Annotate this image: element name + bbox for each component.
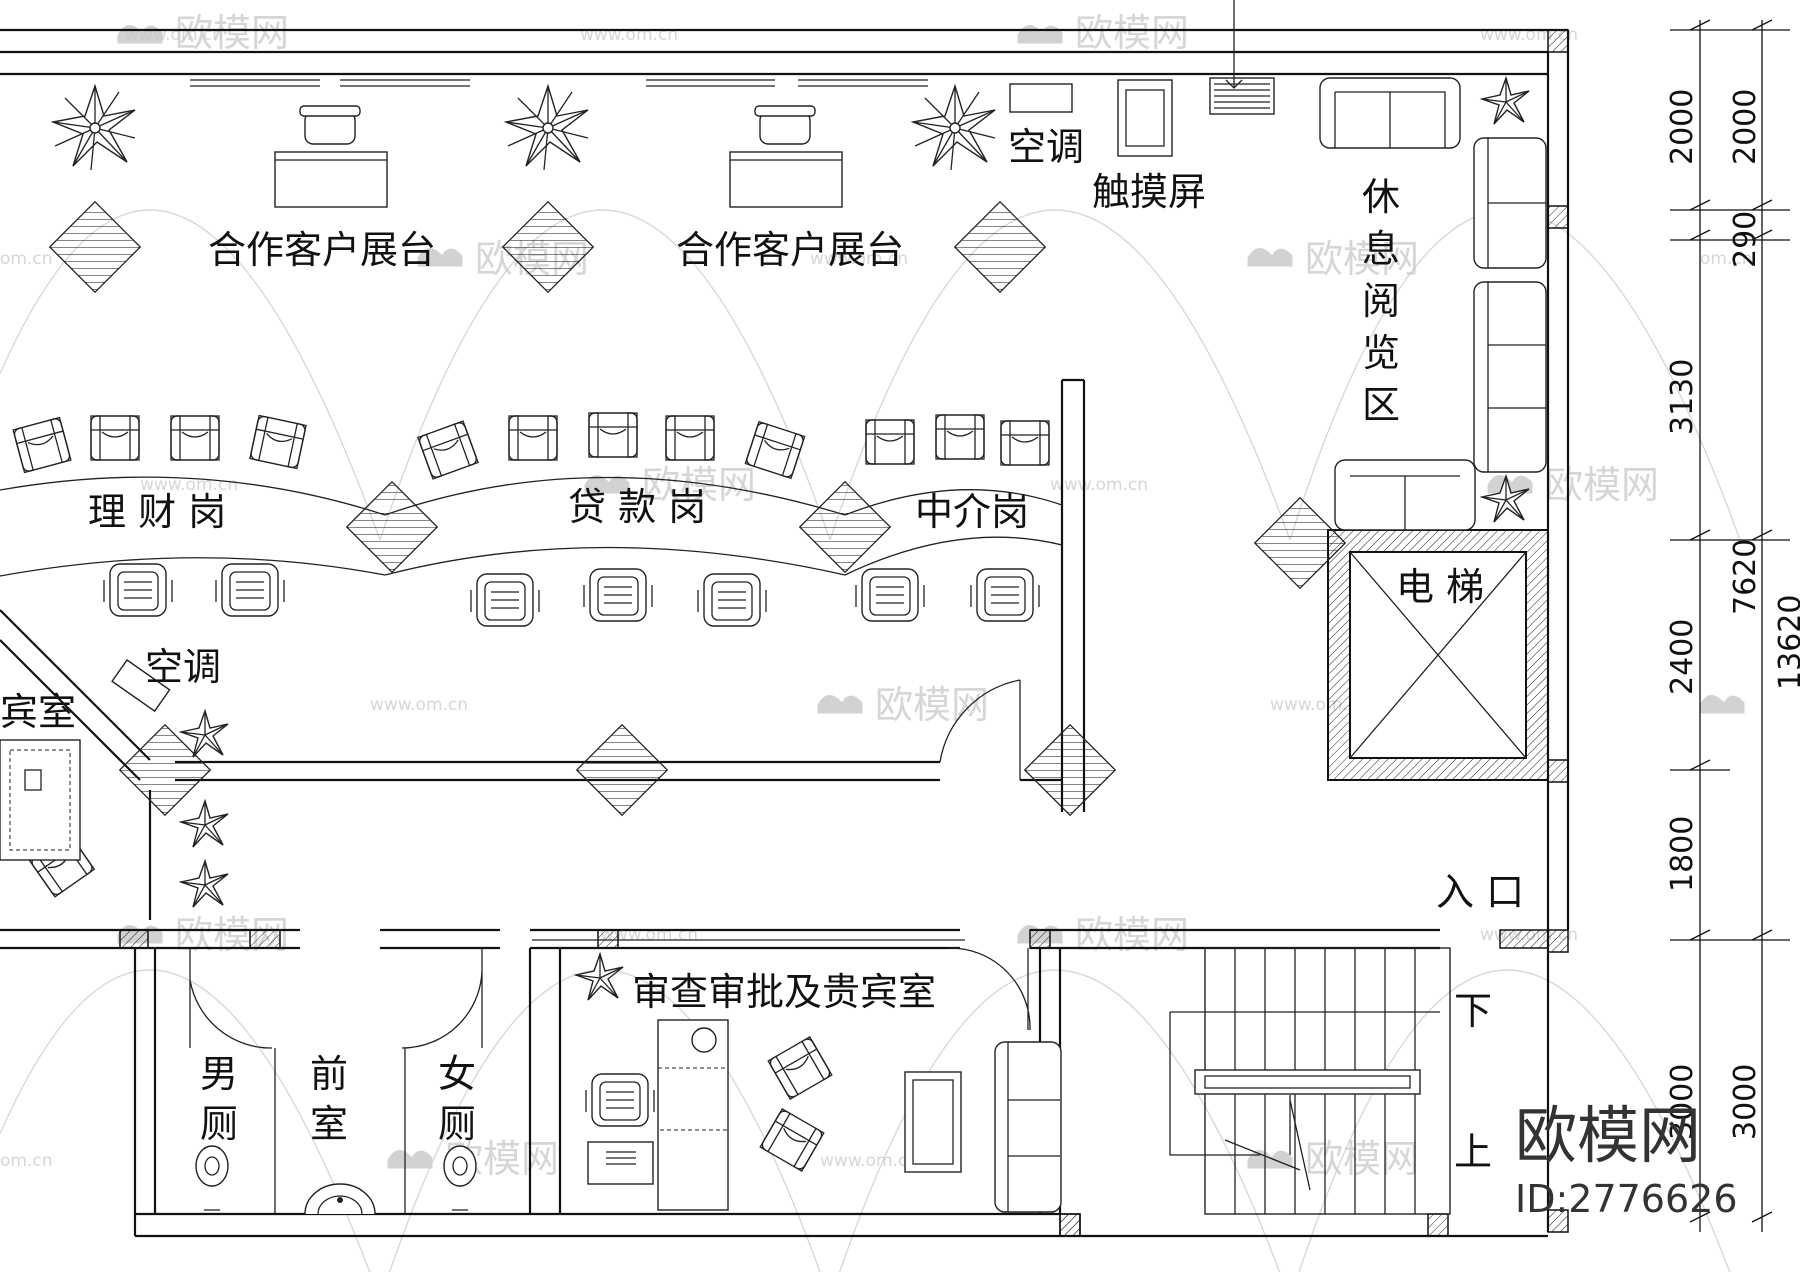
toilet-icon [195, 1145, 477, 1211]
dimension-labels: 2000 2400 1800 3000 2000 290 3130 7620 3… [1665, 89, 1800, 1140]
watermark-url: www.om.cn [810, 249, 908, 269]
watermark-url: om.cn [1700, 249, 1753, 269]
label-entrance: 入 口 [1436, 870, 1524, 914]
dim-outer-3130: 3130 [1665, 359, 1700, 435]
dim-outer-13620: 13620 [1773, 595, 1800, 690]
dim-inner-1800: 1800 [1665, 816, 1700, 892]
staircase [1169, 947, 1451, 1215]
label-anteroom: 室 [310, 1102, 348, 1146]
basin-icon [304, 1183, 376, 1215]
label-wealth-desk: 理 财 岗 [88, 490, 226, 534]
dim-outer-3000: 3000 [1728, 1064, 1763, 1140]
label-womens-restroom: 厕 [438, 1102, 476, 1146]
watermark-brand: 欧模网 [1075, 11, 1189, 55]
watermark-brand: 欧模网 [1075, 913, 1189, 957]
label-review-vip-room: 审查审批及贵宾室 [632, 970, 936, 1014]
watermark-brand: 欧模网 [1545, 463, 1659, 507]
label-lounge-char: 览 [1362, 331, 1400, 375]
dim-inner-2400: 2400 [1665, 619, 1700, 695]
label-lounge-char: 息 [1362, 227, 1400, 271]
elevator-shaft [1327, 529, 1549, 781]
watermark-url: www.om.cn [370, 695, 468, 715]
label-womens-restroom: 女 [438, 1052, 476, 1096]
doors [189, 679, 1031, 1049]
watermark-url: om.cn [0, 1151, 53, 1171]
watermark-brand: 欧模网 [875, 683, 989, 727]
label-partner-booth-2: 合作客户展台 [676, 228, 904, 272]
label-loan-desk: 贷 款 岗 [568, 485, 706, 529]
room-labels: 合作客户展台 合作客户展台 空调 触摸屏 休 息 阅 览 区 理 财 岗 贷 款… [0, 125, 1524, 1174]
watermark-brand: 欧模网 [1305, 1137, 1419, 1181]
label-stair-down: 下 [1454, 989, 1492, 1033]
label-touch-screen: 触摸屏 [1092, 170, 1206, 214]
watermark-url: www.om.cn [125, 25, 223, 45]
dim-outer-290: 290 [1728, 211, 1763, 268]
label-mens-restroom: 男 [200, 1052, 238, 1096]
watermark-url: www.om.cn [580, 25, 678, 45]
watermark-brand: 欧模网 [175, 11, 289, 55]
watermark-url: www.om.cn [1050, 475, 1148, 495]
watermark-url: om.cn [0, 249, 53, 269]
brand-logo-text: 欧模网 [1515, 1099, 1701, 1172]
label-mens-restroom: 厕 [200, 1102, 238, 1146]
watermark-brand: 欧模网 [642, 463, 756, 507]
sofa-icon [994, 77, 1547, 1213]
dim-outer-7620: 7620 [1728, 539, 1763, 615]
label-ac-left: 空调 [145, 645, 221, 689]
partner-booth-furniture [274, 0, 1275, 208]
label-elevator: 电 梯 [1396, 565, 1484, 609]
dimension-lines [1670, 19, 1790, 1232]
label-anteroom: 前 [310, 1052, 348, 1096]
label-ac-top: 空调 [1008, 125, 1084, 169]
label-stair-up: 上 [1454, 1130, 1492, 1174]
dim-inner-3000: 3000 [1665, 1064, 1700, 1140]
office-chair-icon [103, 563, 1040, 1127]
watermark-url: www.om.cn [820, 1151, 918, 1171]
model-id: ID:2776626 [1515, 1177, 1738, 1221]
label-lounge-char: 休 [1362, 175, 1400, 219]
label-vip-room-partial: 宾室 [0, 690, 76, 734]
vip-room-furniture [0, 659, 171, 861]
label-agent-desk: 中介岗 [915, 490, 1029, 534]
dim-inner-2000: 2000 [1665, 89, 1700, 165]
label-lounge-char: 阅 [1362, 279, 1400, 323]
label-lounge-char: 区 [1362, 383, 1400, 427]
dim-outer-2000: 2000 [1728, 89, 1763, 165]
review-room-furniture [587, 1019, 962, 1211]
watermark-brand: 欧模网 [1305, 237, 1419, 281]
service-counters [0, 476, 1063, 577]
label-partner-booth-1: 合作客户展台 [208, 228, 436, 272]
brand-stamp: 欧模网 ID:2776626 [1515, 1099, 1738, 1221]
